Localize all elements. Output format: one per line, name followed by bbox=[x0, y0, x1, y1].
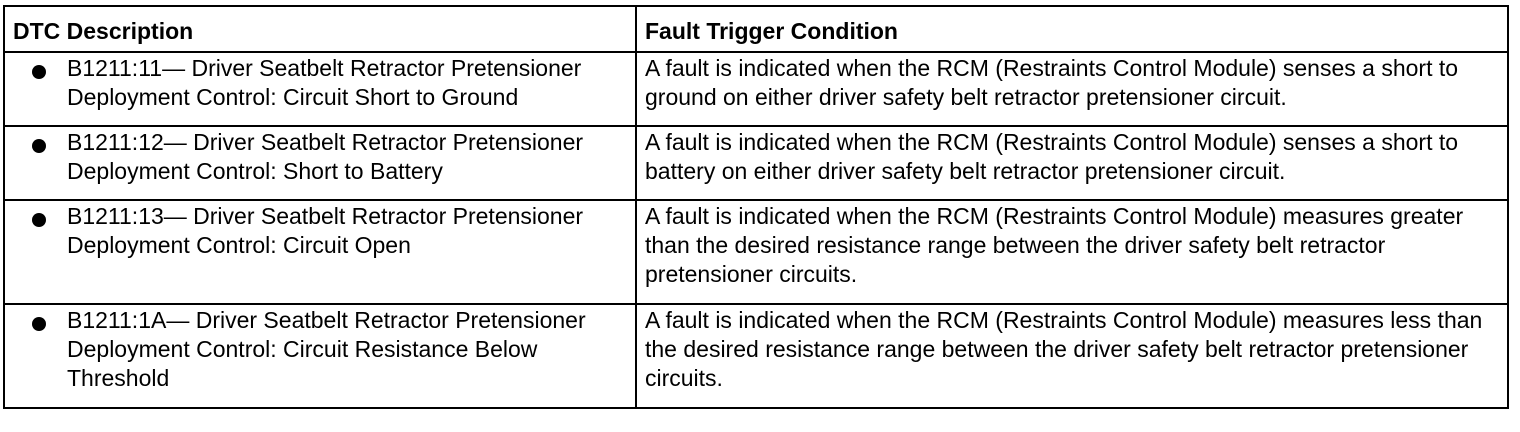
table-header-row: DTC Description Fault Trigger Condition bbox=[3, 5, 1509, 53]
header-fault-trigger-condition: Fault Trigger Condition bbox=[635, 5, 1509, 53]
fault-condition-cell: A fault is indicated when the RCM (Restr… bbox=[635, 199, 1509, 305]
dtc-description-text: B1211:13— Driver Seatbelt Retractor Pret… bbox=[67, 203, 584, 258]
dtc-description-cell: B1211:11— Driver Seatbelt Retractor Pret… bbox=[3, 51, 637, 127]
bullet-icon bbox=[32, 139, 46, 153]
bullet-icon bbox=[32, 317, 46, 331]
table-row: B1211:13— Driver Seatbelt Retractor Pret… bbox=[3, 199, 1509, 305]
dtc-description-cell: B1211:13— Driver Seatbelt Retractor Pret… bbox=[3, 199, 637, 305]
table-row: B1211:1A— Driver Seatbelt Retractor Pret… bbox=[3, 303, 1509, 409]
header-dtc-description: DTC Description bbox=[3, 5, 637, 53]
dtc-description-text: B1211:1A— Driver Seatbelt Retractor Pret… bbox=[67, 307, 586, 391]
fault-condition-cell: A fault is indicated when the RCM (Restr… bbox=[635, 303, 1509, 409]
dtc-description-cell: B1211:1A— Driver Seatbelt Retractor Pret… bbox=[3, 303, 637, 409]
fault-condition-cell: A fault is indicated when the RCM (Restr… bbox=[635, 51, 1509, 127]
dtc-description-text: B1211:11— Driver Seatbelt Retractor Pret… bbox=[67, 55, 582, 110]
bullet-icon bbox=[32, 65, 46, 79]
dtc-table: DTC Description Fault Trigger Condition … bbox=[3, 5, 1509, 409]
table-row: B1211:12— Driver Seatbelt Retractor Pret… bbox=[3, 125, 1509, 201]
dtc-description-cell: B1211:12— Driver Seatbelt Retractor Pret… bbox=[3, 125, 637, 201]
dtc-description-text: B1211:12— Driver Seatbelt Retractor Pret… bbox=[67, 129, 584, 184]
fault-condition-cell: A fault is indicated when the RCM (Restr… bbox=[635, 125, 1509, 201]
bullet-icon bbox=[32, 213, 46, 227]
table-row: B1211:11— Driver Seatbelt Retractor Pret… bbox=[3, 51, 1509, 127]
